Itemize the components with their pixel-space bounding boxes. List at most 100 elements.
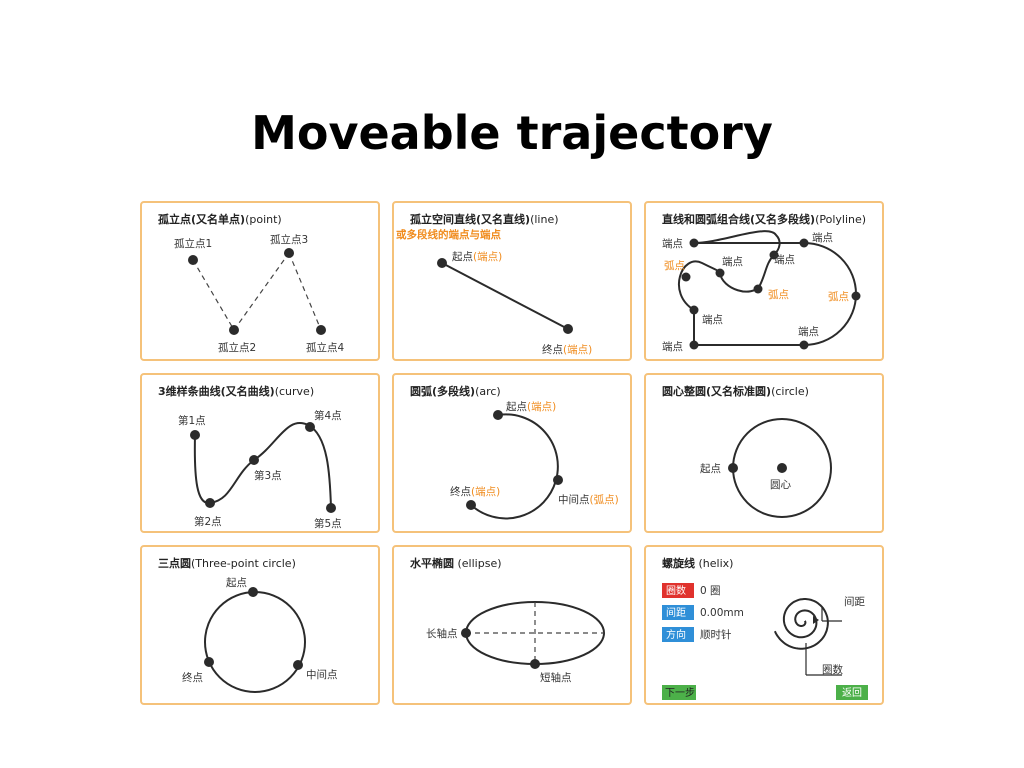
arc-start-label: 起点(端点) bbox=[506, 400, 556, 413]
endpoint-marker bbox=[769, 250, 779, 260]
arc-point-label: 弧点 bbox=[768, 288, 789, 301]
panel-line: 孤立空间直线(又名直线)(line) 或多段线的端点与端点 起点(端点) 终点(… bbox=[392, 201, 632, 361]
mid-label: 中间点 bbox=[306, 668, 338, 681]
panel-title: 三点圆(Three-point circle) bbox=[158, 556, 296, 570]
endpoint-label: 端点 bbox=[798, 325, 819, 338]
panel-title: 孤立点(又名单点)(point) bbox=[158, 212, 282, 226]
curve-point-label: 第5点 bbox=[314, 517, 342, 530]
curve-point-marker bbox=[190, 430, 200, 440]
arc-path bbox=[470, 413, 559, 520]
param-direction: 方向 顺时针 bbox=[662, 627, 732, 642]
circle-diagram: 圆心整圆(又名标准圆)(circle) 起点 圆心 bbox=[662, 384, 832, 518]
panel-arc: 圆弧(多段线)(arc) 起点(端点) 中间点(弧点) 终点(端点) bbox=[392, 373, 632, 533]
arc-point-label: 弧点 bbox=[664, 259, 685, 272]
dashed-connector bbox=[288, 252, 322, 331]
param-tag-turns[interactable] bbox=[662, 583, 694, 598]
arc-end-marker bbox=[466, 500, 476, 510]
arc-mid-marker bbox=[553, 475, 563, 485]
panel-title: 3维样条曲线(又名曲线)(curve) bbox=[158, 384, 314, 398]
curve-point-marker bbox=[249, 455, 259, 465]
next-button-label: 下一步 bbox=[665, 687, 695, 699]
dashed-connector bbox=[233, 252, 290, 331]
circle-center-label: 圆心 bbox=[770, 479, 791, 491]
polyline-path bbox=[677, 230, 857, 346]
endpoint-label: 端点 bbox=[774, 253, 795, 266]
endpoint-marker bbox=[799, 238, 809, 248]
circle-start-marker bbox=[728, 463, 738, 473]
param-tag-label: 圈数 bbox=[666, 584, 686, 597]
curve-point-marker bbox=[326, 503, 336, 513]
mid-point-marker bbox=[293, 660, 303, 670]
next-button[interactable] bbox=[662, 685, 696, 700]
pitch-label: 间距 bbox=[844, 595, 865, 608]
curve-point-label: 第2点 bbox=[194, 515, 222, 528]
start-label: 起点 bbox=[226, 577, 247, 589]
endpoint-label: 端点 bbox=[722, 255, 743, 268]
param-value: 顺时针 bbox=[700, 628, 732, 641]
spline-path bbox=[193, 422, 332, 509]
endpoint-marker bbox=[689, 340, 699, 350]
endpoint-label: 端点 bbox=[662, 237, 683, 250]
helix-diagram: 螺旋线 (helix) 圈数 0 圈 间距 0.00mm 方向 顺时针 间距 圈… bbox=[662, 556, 868, 700]
endpoint-label: 端点 bbox=[702, 313, 723, 326]
helix-spiral bbox=[773, 598, 829, 650]
circle-center-marker bbox=[777, 463, 787, 473]
param-pitch: 间距 0.00mm bbox=[662, 605, 744, 620]
point-marker bbox=[229, 325, 239, 335]
arc-diagram: 圆弧(多段线)(arc) 起点(端点) 中间点(弧点) 终点(端点) bbox=[410, 384, 619, 520]
param-value: 0 圈 bbox=[700, 585, 721, 597]
panel-three-point-circle: 三点圆(Three-point circle) 起点 中间点 终点 bbox=[140, 545, 380, 705]
start-label: 起点(端点) bbox=[452, 250, 502, 263]
page-title: Moveable trajectory bbox=[251, 106, 773, 160]
point-marker bbox=[188, 255, 198, 265]
panel-circle: 圆心整圆(又名标准圆)(circle) 起点 圆心 bbox=[644, 373, 884, 533]
circle-start-label: 起点 bbox=[700, 463, 721, 475]
line-segment bbox=[441, 262, 569, 330]
turns-label: 圈数 bbox=[822, 663, 843, 676]
panel-title: 圆心整圆(又名标准圆)(circle) bbox=[662, 384, 809, 398]
point-label: 孤立点2 bbox=[218, 341, 256, 354]
polyline-diagram: 直线和圆弧组合线(又名多段线)(Polyline) 端点 端点 端点 端点 端点… bbox=[662, 212, 866, 353]
panel-point: 孤立点(又名单点)(point) 孤立点1 孤立点2 孤立点3 孤立点4 bbox=[140, 201, 380, 361]
point-marker bbox=[284, 248, 294, 258]
ellipse-diagram: 水平椭圆 (ellipse) 长轴点 短轴点 bbox=[410, 556, 605, 684]
endpoint-marker bbox=[799, 340, 809, 350]
curve-point-marker bbox=[305, 422, 315, 432]
arc-point-marker bbox=[681, 272, 691, 282]
panel-polyline: 直线和圆弧组合线(又名多段线)(Polyline) 端点 端点 端点 端点 端点… bbox=[644, 201, 884, 361]
endpoint-label: 端点 bbox=[812, 231, 833, 244]
start-point-marker bbox=[437, 258, 447, 268]
arc-mid-label: 中间点(弧点) bbox=[558, 493, 619, 506]
point-marker bbox=[316, 325, 326, 335]
point-label: 孤立点1 bbox=[174, 237, 212, 250]
end-point-marker bbox=[204, 657, 214, 667]
param-tag-direction[interactable] bbox=[662, 627, 694, 642]
param-tag-label: 方向 bbox=[666, 628, 686, 641]
point-label: 孤立点3 bbox=[270, 233, 308, 246]
endpoint-marker bbox=[689, 305, 699, 315]
curve-point-label: 第3点 bbox=[254, 469, 282, 482]
short-axis-label: 短轴点 bbox=[540, 671, 572, 684]
param-tag-pitch[interactable] bbox=[662, 605, 694, 620]
arc-point-label: 弧点 bbox=[828, 290, 849, 303]
panel-title: 直线和圆弧组合线(又名多段线)(Polyline) bbox=[662, 212, 866, 226]
curve-diagram: 3维样条曲线(又名曲线)(curve) 第1点 第2点 第3点 第4点 第5点 bbox=[158, 384, 342, 530]
panel-title: 水平椭圆 (ellipse) bbox=[410, 556, 502, 570]
param-tag-label: 间距 bbox=[666, 606, 686, 619]
point-label: 孤立点4 bbox=[306, 341, 344, 354]
point-diagram: 孤立点(又名单点)(point) 孤立点1 孤立点2 孤立点3 孤立点4 bbox=[158, 212, 344, 354]
end-point-marker bbox=[563, 324, 573, 334]
long-axis-marker bbox=[461, 628, 471, 638]
back-button[interactable] bbox=[836, 685, 868, 700]
end-label: 终点 bbox=[182, 671, 203, 684]
arc-point-marker bbox=[851, 291, 861, 301]
end-label: 终点(端点) bbox=[542, 343, 592, 356]
endpoint-marker bbox=[715, 268, 725, 278]
arrow-icon bbox=[813, 616, 819, 624]
start-point-marker bbox=[248, 587, 258, 597]
panel-curve: 3维样条曲线(又名曲线)(curve) 第1点 第2点 第3点 第4点 第5点 bbox=[140, 373, 380, 533]
panel-helix: 螺旋线 (helix) 圈数 0 圈 间距 0.00mm 方向 顺时针 间距 圈… bbox=[644, 545, 884, 705]
back-button-label: 返回 bbox=[842, 687, 862, 699]
panel-subtitle: 或多段线的端点与端点 bbox=[396, 228, 501, 241]
curve-point-label: 第4点 bbox=[314, 409, 342, 422]
